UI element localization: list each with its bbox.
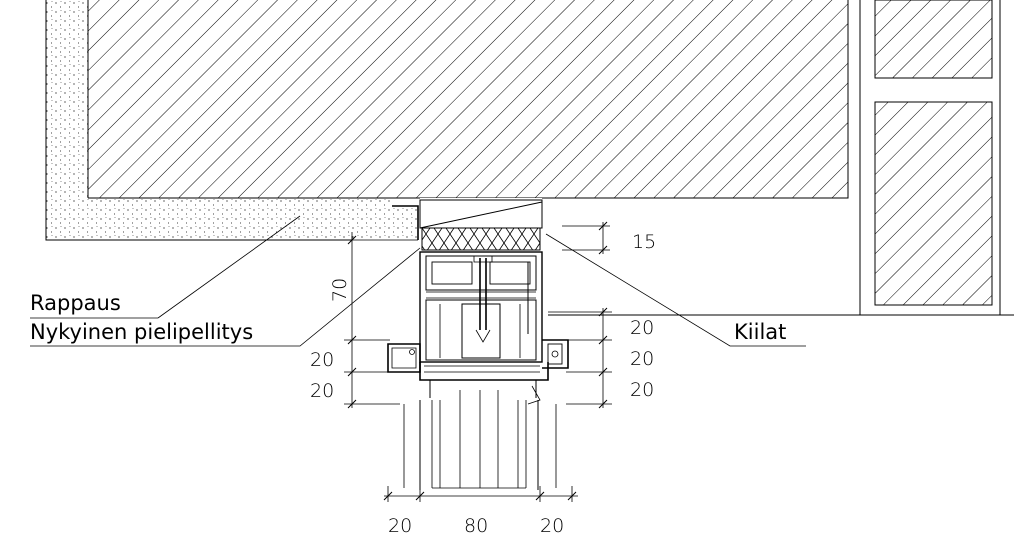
- dim-bottom-80: 80: [464, 515, 488, 537]
- leader-lines: [30, 215, 806, 347]
- dimension-lines: [344, 221, 612, 502]
- brick-elements: [548, 0, 1014, 316]
- dim-left-70: 70: [329, 278, 351, 302]
- dim-right-20-c: 20: [630, 379, 654, 401]
- wall-block: [88, 0, 849, 206]
- label-kiilat: Kiilat: [734, 320, 786, 344]
- wedge: [419, 199, 543, 229]
- label-nykyinen-pielipellitys: Nykyinen pielipellitys: [30, 320, 253, 344]
- glazing-unit: [403, 390, 557, 490]
- dim-bottom-20-right: 20: [540, 515, 564, 537]
- dim-left-20-b: 20: [310, 380, 334, 402]
- dim-left-20-a: 20: [310, 349, 334, 371]
- dim-right-20-b: 20: [630, 348, 654, 370]
- window-frame-profile: [387, 251, 569, 405]
- dim-top-15: 15: [632, 231, 656, 253]
- label-rappaus: Rappaus: [30, 291, 121, 315]
- dim-right-20-a: 20: [630, 317, 654, 339]
- insulation-strip: [421, 227, 541, 251]
- dim-bottom-20-left: 20: [388, 515, 412, 537]
